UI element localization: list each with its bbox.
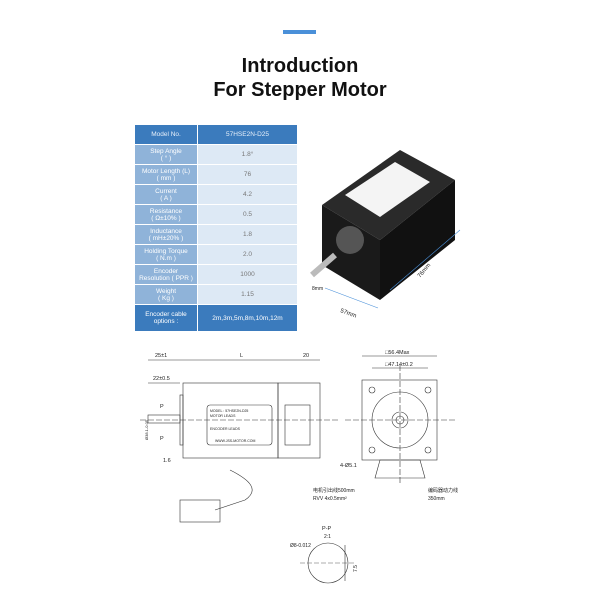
- svg-text:电机引出线500mm: 电机引出线500mm: [313, 487, 355, 494]
- spec-value: 2.0: [197, 244, 298, 265]
- svg-text:P: P: [160, 436, 164, 442]
- svg-text:WWW.JSS-MOTOR.COM: WWW.JSS-MOTOR.COM: [215, 439, 255, 443]
- spec-row: Current( A )4.2: [134, 184, 298, 205]
- spec-value: 4.2: [197, 184, 298, 205]
- spec-row: Weight( Kg )1.15: [134, 284, 298, 305]
- svg-text:MODEL : 57HSE2N-D25: MODEL : 57HSE2N-D25: [210, 409, 248, 413]
- accent-bar: [283, 30, 316, 34]
- section-pp-drawing: P-P 2:1 Ø8-0.012 7.5: [290, 526, 359, 584]
- svg-text:1.6: 1.6: [163, 458, 171, 464]
- svg-text:P-P: P-P: [322, 526, 332, 532]
- spec-label: Current( A ): [134, 184, 198, 205]
- spec-row: Holding Torque( N.m )2.0: [134, 244, 298, 265]
- spec-label: Motor Length (L)( mm ): [134, 164, 198, 185]
- svg-text:RVV 4x0.5mm²: RVV 4x0.5mm²: [313, 496, 347, 502]
- spec-label: Holding Torque( N.m ): [134, 244, 198, 265]
- spec-value: 0.5: [197, 204, 298, 225]
- side-view-drawing: [140, 359, 340, 523]
- svg-text:7.5: 7.5: [353, 565, 359, 572]
- front-view-drawing: [345, 355, 455, 485]
- spec-row: Resistance( Ω±10% )0.5: [134, 204, 298, 225]
- side-view-dims: 25±1 L 20 22±0.5 1.6 P P Ø38.1-0.05 MODEL : …: [144, 353, 309, 464]
- svg-text:22±0.5: 22±0.5: [153, 376, 170, 382]
- spec-table: Model No.57HSE2N-D25 Step Angle( ° )1.8°…: [134, 124, 298, 332]
- svg-text:20: 20: [303, 353, 309, 359]
- svg-text:□47.14±0.2: □47.14±0.2: [385, 362, 413, 368]
- svg-text:Ø38.1-0.05: Ø38.1-0.05: [144, 419, 149, 440]
- spec-row: Motor Length (L)( mm )76: [134, 164, 298, 185]
- svg-text:57mm: 57mm: [339, 308, 357, 319]
- svg-text:MOTOR LEADS: MOTOR LEADS: [210, 414, 236, 418]
- page-subtitle: For Stepper Motor: [213, 79, 387, 101]
- svg-text:25±1: 25±1: [155, 353, 167, 359]
- svg-text:ENCODER LEADS: ENCODER LEADS: [210, 427, 241, 431]
- motor-photo: 57mm 76mm 8mm: [310, 150, 461, 320]
- svg-text:2:1: 2:1: [324, 534, 331, 540]
- spec-row: Inductance( mH±20% )1.8: [134, 224, 298, 245]
- svg-text:350mm: 350mm: [428, 496, 445, 502]
- spec-value: 1.15: [197, 284, 298, 305]
- spec-label: Weight( Kg ): [134, 284, 198, 305]
- svg-text:P: P: [160, 404, 164, 410]
- svg-text:8mm: 8mm: [312, 286, 323, 292]
- spec-label: Step Angle( ° ): [134, 144, 198, 165]
- svg-text:□56.4Max: □56.4Max: [385, 350, 410, 356]
- svg-text:Ø8-0.012: Ø8-0.012: [290, 543, 311, 549]
- spec-label: Inductance( mH±20% ): [134, 224, 198, 245]
- spec-value: 1.8: [197, 224, 298, 245]
- page-title: Introduction: [241, 55, 359, 77]
- spec-value: 76: [197, 164, 298, 185]
- front-view-dims: □56.4Max □47.14±0.2 4-Ø5.1 电机引出线500mmRVV …: [313, 350, 458, 502]
- svg-text:4-Ø5.1: 4-Ø5.1: [340, 463, 357, 469]
- spec-value: 2m,3m,5m,8m,10m,12m: [197, 304, 298, 332]
- spec-row: Step Angle( ° )1.8°: [134, 144, 298, 165]
- svg-text:编码器动力线: 编码器动力线: [428, 487, 458, 494]
- svg-text:L: L: [240, 353, 243, 359]
- spec-label: Model No.: [134, 124, 198, 145]
